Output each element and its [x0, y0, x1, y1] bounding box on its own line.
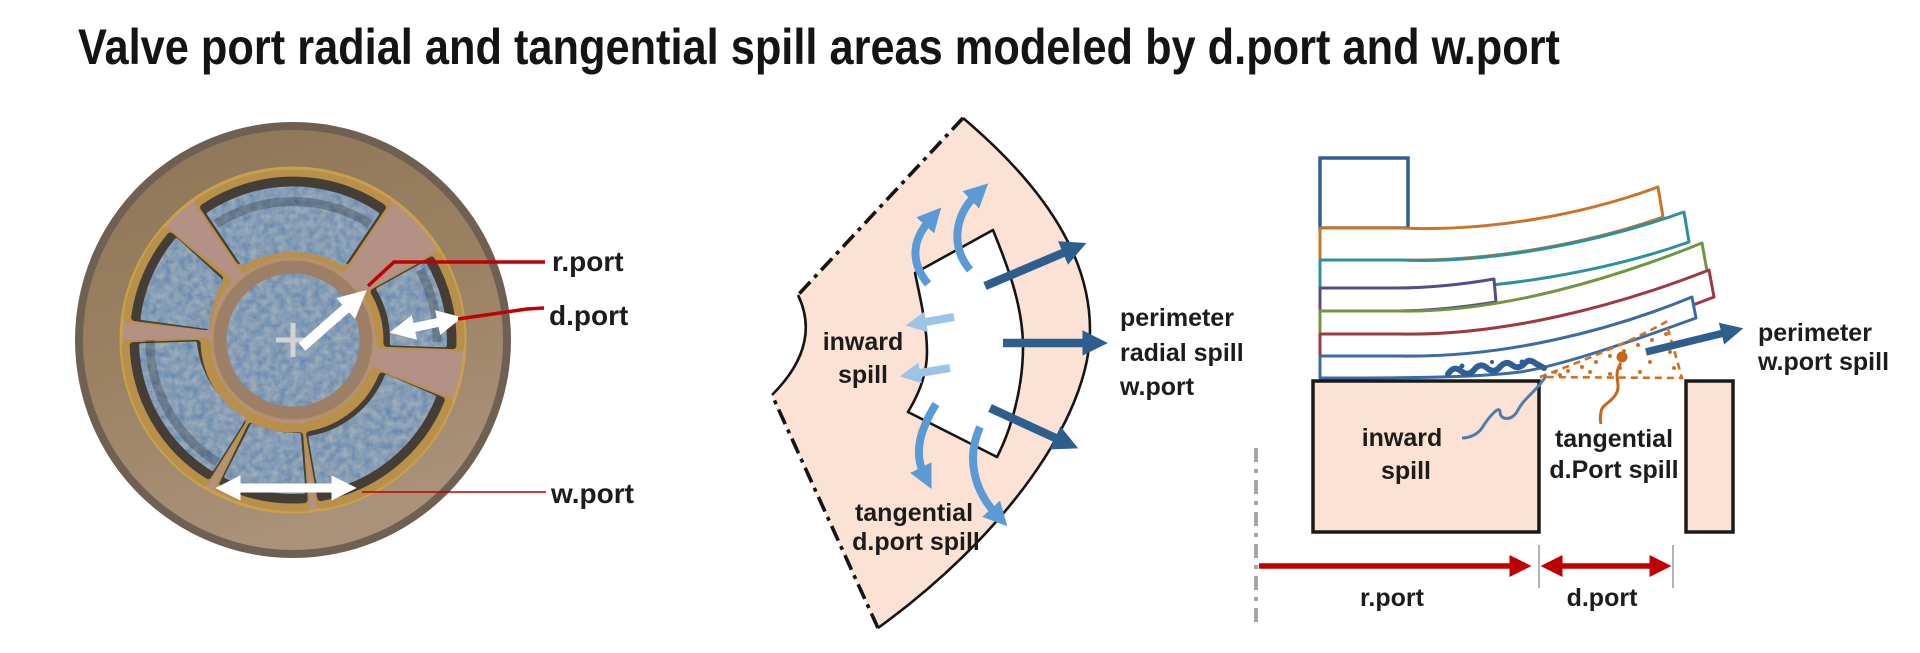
- tangential-leader-squiggle: [1598, 351, 1628, 425]
- clamp-block: [1318, 156, 1410, 230]
- reed-band-blue: [1318, 295, 1698, 380]
- label-perimeter-wport-spill: perimeter w.port spill: [1757, 319, 1889, 376]
- perimeter-line2: radial spill: [1120, 339, 1244, 367]
- label-tangential-spill: tangential d.port spill: [852, 499, 980, 556]
- radial-arrow-icon: [988, 404, 1079, 450]
- label-w-port: w.port: [550, 478, 634, 509]
- tangential-spill-dots: [1553, 332, 1676, 377]
- seat-block-left: [1311, 379, 1541, 534]
- wport-spill-arrow-icon: [1645, 322, 1744, 356]
- inward-spill-scribble: [1445, 357, 1547, 377]
- dimension-ticks: [1538, 545, 1674, 588]
- tangential-line2: d.port spill: [852, 528, 980, 556]
- curved-arrow-icon: [911, 207, 942, 287]
- centerline-lower: [770, 394, 880, 629]
- photo-leader-lines: [362, 260, 546, 493]
- tangential-line1: tangential: [855, 499, 973, 527]
- perimeter-line1: perimeter: [1758, 319, 1872, 347]
- inward-line2: spill: [838, 361, 888, 389]
- d-port-leader: [457, 306, 545, 321]
- inward-arrow-icon: [899, 362, 951, 384]
- r-port-leader: [366, 260, 545, 288]
- label-tangential-spill-right: tangential d.Port spill: [1549, 425, 1678, 484]
- tangential-spill-region: [1539, 320, 1684, 380]
- inward-line1: inward: [1362, 424, 1443, 452]
- radial-arrow-icon: [983, 241, 1087, 290]
- figure-title: Valve port radial and tangential spill a…: [78, 19, 1560, 75]
- label-inward-spill: inward spill: [823, 328, 904, 389]
- label-d-port: d.port: [549, 300, 628, 331]
- reed-stack-panel: inward spill tangential d.Port spill per…: [1254, 156, 1889, 622]
- label-r-port-dimension: r.port: [1360, 584, 1425, 612]
- r-port-arrow-icon: [298, 290, 367, 351]
- inward-line2: spill: [1381, 457, 1431, 485]
- hub-ring: [213, 260, 373, 420]
- hub-gold-ring: [212, 259, 374, 421]
- port-cavities-blue: [139, 186, 447, 494]
- port-window: [906, 228, 1025, 459]
- sector-schematic-panel: inward spill tangential d.port spill per…: [770, 116, 1244, 630]
- wedge-centerlines: [770, 116, 965, 629]
- inward-arrow-icon: [905, 311, 955, 333]
- tangential-spill-arrows: [910, 183, 1008, 527]
- label-inward-spill-right: inward spill: [1362, 424, 1443, 485]
- perimeter-line2: w.port spill: [1757, 348, 1889, 376]
- inward-leader-squiggle: [1461, 375, 1548, 440]
- valve-photo-panel: r.port d.port w.port: [75, 122, 634, 558]
- perimeter-line1: perimeter: [1120, 304, 1234, 332]
- curved-arrow-icon: [953, 183, 989, 273]
- d-port-double-arrow-icon: [389, 310, 463, 340]
- reed-bands: [1318, 185, 1716, 380]
- label-r-port: r.port: [552, 246, 624, 277]
- photo-measure-arrows: [215, 290, 463, 501]
- curved-arrow-icon: [910, 401, 940, 490]
- perimeter-line3: w.port: [1119, 373, 1195, 401]
- inward-spill-arrows: [899, 311, 955, 384]
- wedge-hub-arc: [771, 294, 807, 396]
- curved-arrow-icon: [969, 425, 1008, 527]
- tangential-line1: tangential: [1555, 425, 1673, 453]
- seat-block-right: [1684, 379, 1735, 534]
- inward-line1: inward: [823, 328, 904, 356]
- centerline-upper: [796, 116, 965, 297]
- tangential-line2: d.Port spill: [1549, 456, 1678, 484]
- label-d-port-dimension: d.port: [1567, 584, 1638, 612]
- radial-spill-arrows: [983, 241, 1108, 450]
- label-perimeter-radial-spill: perimeter radial spill w.port: [1119, 304, 1244, 401]
